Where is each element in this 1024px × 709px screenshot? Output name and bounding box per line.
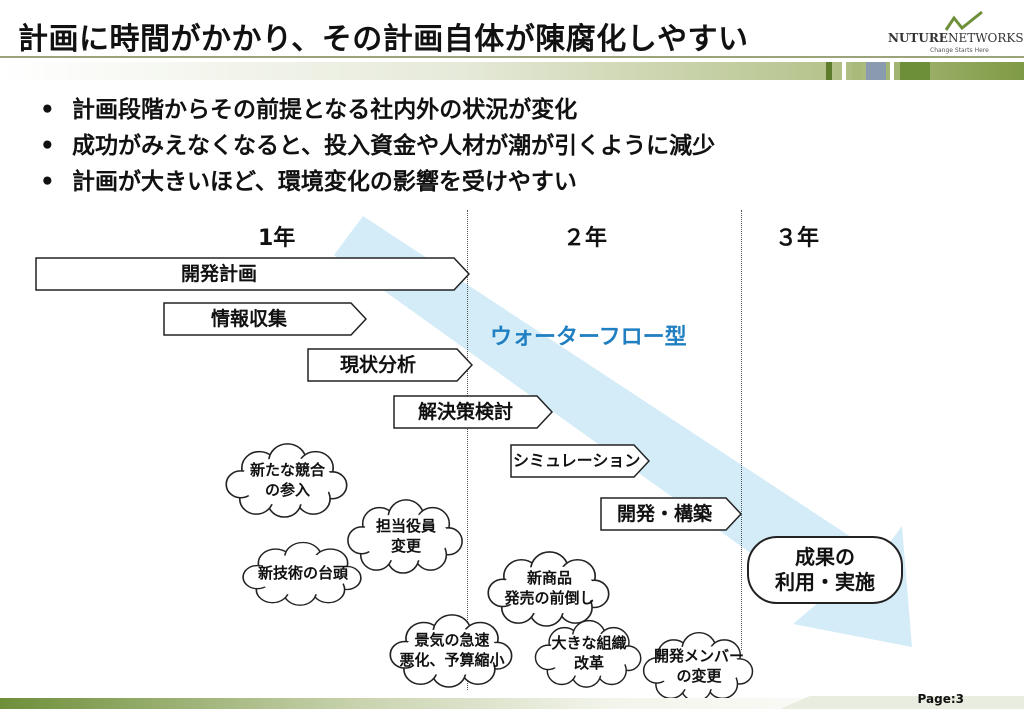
outcome-line: 成果の	[795, 545, 855, 569]
cloud-line: 発売の前倒し	[504, 589, 595, 607]
page-number: Page:3	[917, 692, 964, 706]
cloud-icon	[642, 631, 754, 702]
step-label: 現状分析	[340, 354, 417, 376]
step-label: 解決策検討	[418, 401, 514, 423]
waterfall-label: ウォーターフロー型	[490, 325, 687, 350]
logo-mark-icon	[944, 10, 983, 31]
risk-cloud: 新たな競合の参入	[220, 441, 355, 518]
company-logo: NUTURENETWORKS Change Starts Here	[888, 10, 1024, 58]
cloud-icon	[225, 443, 348, 518]
cloud-icon	[487, 551, 610, 627]
cloud-line: の参入	[264, 480, 310, 499]
step-arrow: 解決策検討	[393, 395, 553, 429]
step-label: 開発・構築	[617, 503, 713, 525]
step-label: シミュレーション	[513, 451, 641, 470]
cloud-line: 開発メンバー	[653, 647, 744, 665]
bullet-list: 計画段階からその前提となる社内外の状況が変化 成功がみえなくなると、投入資金や人…	[40, 92, 715, 200]
step-arrow: 開発計画	[35, 257, 470, 291]
header-stripe	[0, 62, 1024, 80]
cloud-icon	[389, 614, 513, 688]
step-arrow: 現状分析	[307, 348, 473, 382]
cloud-line: 大きな組織	[551, 634, 627, 652]
cloud-line: 新たな競合	[249, 460, 325, 479]
risk-cloud: 開発メンバーの変更	[638, 630, 760, 702]
risk-cloud: 担当役員変更	[342, 497, 470, 574]
cloud-line: 景気の急速	[414, 631, 490, 649]
bullet-item: 成功がみえなくなると、投入資金や人材が潮が引くように減少	[40, 128, 715, 164]
year-label-3: ３年	[775, 226, 820, 251]
bullet-item: 計画段階からその前提となる社内外の状況が変化	[40, 92, 715, 128]
slide-title: 計画に時間がかかり、その計画自体が陳腐化しやすい	[18, 22, 749, 57]
step-arrow: シミュレーション	[510, 444, 650, 478]
cloud-line: 新商品	[526, 569, 572, 587]
header-rule	[0, 56, 1024, 58]
outcome-box: 成果の 利用・実施	[747, 536, 903, 604]
year-divider	[741, 210, 742, 650]
logo-tagline: Change Starts Here	[930, 47, 989, 54]
cloud-line: 悪化、予算縮小	[399, 651, 505, 669]
step-label: 情報収集	[211, 308, 288, 330]
year-divider	[467, 210, 468, 690]
footer-bar	[0, 696, 1024, 709]
risk-cloud: 大きな組織改革	[530, 618, 648, 688]
cloud-line: の変更	[676, 667, 722, 685]
step-label: 開発計画	[181, 263, 258, 285]
risk-cloud: 景気の急速悪化、予算縮小	[384, 612, 520, 688]
cloud-line: 改革	[573, 654, 604, 672]
risk-cloud: 新技術の台頭	[237, 540, 369, 606]
bullet-item: 計画が大きいほど、環境変化の影響を受けやすい	[40, 164, 715, 200]
logo-text-rest: NETWORKS	[947, 31, 1024, 45]
cloud-line: 担当役員	[375, 516, 436, 535]
logo-text-bold: NUTURE	[888, 31, 948, 45]
year-label-2: ２年	[563, 226, 608, 251]
cloud-line: 変更	[390, 536, 421, 555]
cloud-icon	[534, 619, 642, 688]
cloud-icon	[242, 541, 362, 606]
outcome-line: 利用・実施	[775, 570, 875, 594]
risk-cloud: 新商品発売の前倒し	[482, 549, 617, 627]
step-arrow: 情報収集	[163, 302, 367, 336]
cloud-icon	[347, 499, 463, 574]
step-arrow: 開発・構築	[600, 497, 742, 531]
cloud-line: 新技術の台頭	[257, 564, 348, 582]
year-label-1: 1年	[258, 226, 296, 251]
